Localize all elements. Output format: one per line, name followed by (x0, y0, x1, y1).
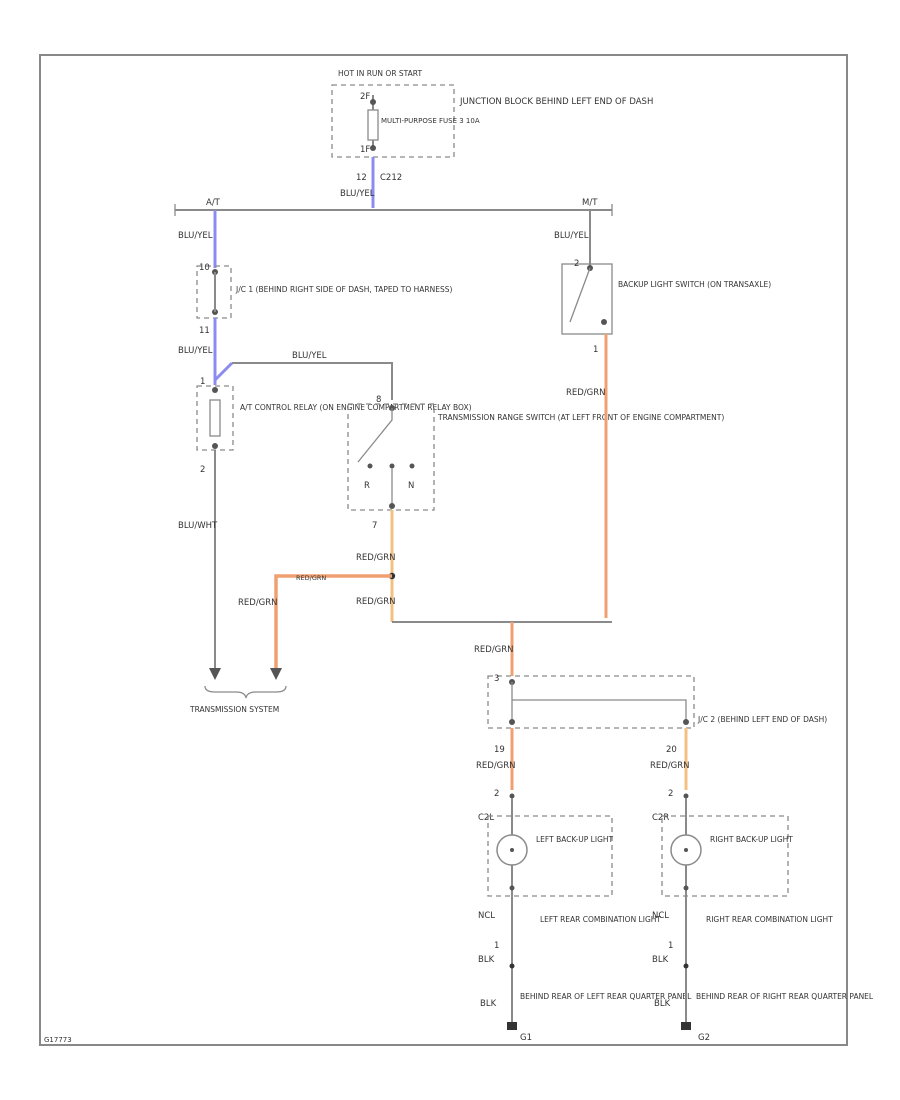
backup-switch-bottom-terminal (601, 319, 607, 325)
transmission-system-label: TRANSMISSION SYSTEM (189, 705, 279, 714)
right-ground-symbol (681, 1022, 691, 1030)
trans-feed-wire (274, 574, 392, 672)
trans-feed-arrow (270, 668, 282, 680)
jc1-out-wire-color: BLU/YEL (178, 346, 213, 356)
backup-switch-bottom-pin: 1 (593, 345, 598, 355)
trs-r-label: R (364, 481, 370, 491)
trs-contact-r (367, 463, 373, 469)
hot-label: HOT IN RUN OR START (338, 69, 422, 78)
right-lamp-feed-wire-color: RED/GRN (650, 761, 690, 771)
trans-feed-run-label: RED/GRN (296, 574, 326, 582)
trs-bottom-terminal (389, 503, 395, 509)
relay-top-terminal (212, 387, 218, 393)
trs-contact-n (409, 463, 415, 469)
right-lamp-ground-wire-2: BLK (654, 999, 671, 1009)
trs-output-wire-color: RED/GRN (356, 553, 396, 563)
right-lamp-housing (661, 815, 789, 897)
trs-label: TRANSMISSION RANGE SWITCH (AT LEFT FRONT… (437, 413, 724, 422)
right-lamp-bottom-pin: 1 (668, 941, 673, 951)
fuse-name: MULTI-PURPOSE FUSE 3 10A (381, 117, 480, 125)
backup-switch-output-wire-color: RED/GRN (566, 388, 606, 398)
jc2-outline (487, 675, 695, 729)
figure-id: G17773 (44, 1036, 72, 1044)
left-lamp-housing (487, 815, 613, 897)
left-lamp-top-pin: 2 (494, 789, 499, 799)
fuse-bottom-terminal (370, 145, 376, 151)
diagram-frame (39, 54, 848, 1046)
transmission-system-brace (204, 685, 287, 699)
junction-block-label: JUNCTION BLOCK BEHIND LEFT END OF DASH (459, 97, 653, 107)
left-lamp-ground-wire: BLK (478, 955, 495, 965)
jc1-label: J/C 1 (BEHIND RIGHT SIDE OF DASH, TAPED … (235, 285, 452, 294)
backup-light-switch-outline (561, 263, 613, 335)
right-lamp-connector: C2R (652, 813, 669, 823)
fuse-top-terminal (370, 99, 376, 105)
right-lamp-housing-label: RIGHT REAR COMBINATION LIGHT (706, 915, 833, 924)
trs-top-pin: 8 (376, 395, 381, 405)
fuse-element (367, 109, 379, 141)
relay-bottom-terminal (212, 443, 218, 449)
at-feed-wire-color: BLU/YEL (178, 231, 213, 241)
fuse-bottom-pin: 1F (360, 145, 370, 155)
trs-to-splice-wire-color: RED/GRN (356, 597, 396, 607)
jc2-right-terminal (683, 719, 689, 725)
relay-top-pin: 1 (200, 377, 205, 387)
jc2-bus (511, 682, 687, 722)
jc1-bottom-pin: 11 (199, 326, 210, 336)
junction-block-outline (331, 84, 455, 158)
trs-bottom-pin: 7 (372, 521, 377, 531)
backup-switch-label: BACKUP LIGHT SWITCH (ON TRANSAXLE) (618, 280, 771, 289)
relay-to-trs-wire (232, 362, 393, 400)
right-lamp-ncl: NCL (652, 911, 669, 921)
fuse-top-pin: 2F (360, 92, 370, 102)
left-lamp-ground-wire-2: BLK (480, 999, 497, 1009)
backup-switch-blade (569, 267, 591, 323)
relay-coil (209, 399, 221, 437)
trs-contact-mid (389, 463, 395, 469)
fuse-out-wire-color: BLU/YEL (340, 189, 375, 199)
left-bulb-label: LEFT BACK-UP LIGHT (536, 835, 614, 844)
backup-switch-top-pin: 2 (574, 259, 579, 269)
jc2-label: J/C 2 (BEHIND LEFT END OF DASH) (697, 715, 827, 724)
left-ground-symbol (507, 1022, 517, 1030)
right-lamp-top-pin: 2 (668, 789, 673, 799)
bus-at-label: A/T (206, 198, 221, 208)
jc2-top-pin: 3 (494, 674, 499, 684)
relay-label: A/T CONTROL RELAY (ON ENGINE COMPARTMENT… (240, 403, 472, 412)
jc2-right-pin: 20 (666, 745, 677, 755)
fuse-block: HOT IN RUN OR START 2F MULTI-PURPOSE FUS… (331, 69, 653, 158)
fuse-out-pin: 12 (356, 173, 367, 183)
right-lamp-ground-wire: BLK (652, 955, 669, 965)
junction-feed-wire-color: RED/GRN (474, 645, 514, 655)
right-bulb-label: RIGHT BACK-UP LIGHT (710, 835, 793, 844)
jc1-top-pin: 10 (199, 263, 210, 273)
left-lamp-feed-wire-color: RED/GRN (476, 761, 516, 771)
trs-switch-blade (357, 408, 393, 463)
trans-feed-wire-color: RED/GRN (238, 598, 278, 608)
relay-bus-wire-color: BLU/YEL (292, 351, 327, 361)
trs-n-label: N (408, 481, 414, 491)
right-ground-id: G2 (698, 1033, 710, 1043)
right-back-up-light: 2 C2R RIGHT BACK-UP LIGHT RIGHT REAR COM… (652, 789, 874, 1043)
left-lamp-connector: C2L (478, 813, 494, 823)
relay-output-wire-color: BLU/WHT (178, 521, 218, 531)
left-lamp-housing-label: LEFT REAR COMBINATION LIGHT (540, 915, 661, 924)
left-back-up-light: 2 C2L LEFT BACK-UP LIGHT LEFT REAR COMBI… (478, 789, 692, 1043)
bus-mt-label: M/T (582, 198, 598, 208)
left-lamp-ncl: NCL (478, 911, 495, 921)
left-ground-id: G1 (520, 1033, 532, 1043)
transmission-range-switch-outline (347, 403, 435, 511)
relay-bottom-pin: 2 (200, 465, 205, 475)
left-ground-label: BEHIND REAR OF LEFT REAR QUARTER PANEL (520, 992, 692, 1001)
left-lamp-bottom-pin: 1 (494, 941, 499, 951)
mt-feed-wire-color: BLU/YEL (554, 231, 589, 241)
relay-output-arrow (209, 668, 221, 680)
right-ground-label: BEHIND REAR OF RIGHT REAR QUARTER PANEL (696, 992, 874, 1001)
jc2-left-pin: 19 (494, 745, 505, 755)
relay-feed-wire-blue (213, 361, 234, 382)
fuse-out-connector: C212 (380, 173, 402, 183)
jc2-left-terminal (509, 719, 515, 725)
